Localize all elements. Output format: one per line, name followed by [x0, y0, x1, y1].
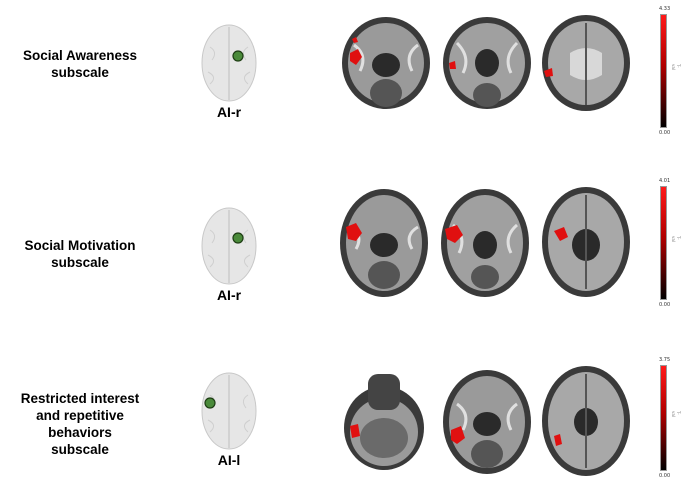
colorbar-gradient: [660, 186, 667, 300]
axial-slice-icon: [441, 368, 533, 476]
colorbar-min: 0.00: [659, 473, 671, 479]
label-line: subscale: [51, 442, 109, 457]
label-line: Social Motivation: [24, 238, 136, 253]
roi-label: AI-l: [217, 452, 241, 468]
colorbar-gradient: [660, 14, 667, 128]
brain-seed-icon: [198, 370, 260, 452]
label-line: subscale: [51, 65, 109, 80]
axial-slice-icon: [540, 13, 632, 113]
axial-slice-icon: [338, 374, 430, 474]
roi-label: AI-r: [216, 287, 242, 303]
roi-label: AI-r: [216, 104, 242, 120]
row-label: Restricted interest and repetitive behav…: [0, 390, 160, 458]
colorbar-gradient: [660, 365, 667, 471]
axial-slice-icon: [439, 187, 531, 299]
colorbar-min: 0.00: [659, 302, 671, 308]
colorbar-max: 3.75: [659, 357, 671, 363]
label-line: Social Awareness: [22, 48, 138, 63]
brain-seed-icon: [198, 22, 260, 104]
row-label: Social Awareness subscale: [0, 47, 160, 81]
colorbar-unit: T-val: [671, 236, 681, 242]
label-line: behaviors: [48, 425, 112, 440]
colorbar-min: 0.00: [659, 130, 671, 136]
axial-slice-icon: [441, 15, 533, 111]
colorbar-max: 4.01: [659, 178, 671, 184]
row-label: Social Motivation subscale: [0, 237, 160, 271]
label-line: Restricted interest: [20, 391, 140, 406]
row-social-motivation: Social Motivation subscale AI-r: [0, 165, 685, 325]
colorbar-unit: T-val: [671, 64, 681, 70]
colorbar-unit: T-val: [671, 411, 681, 417]
axial-slice-icon: [540, 185, 632, 299]
row-social-awareness: Social Awareness subscale AI-r: [0, 0, 685, 160]
label-line: subscale: [51, 255, 109, 270]
colorbar-max: 4.33: [659, 6, 671, 12]
label-line: and repetitive: [36, 408, 124, 423]
row-restricted-interest: Restricted interest and repetitive behav…: [0, 330, 685, 490]
brain-seed-icon: [198, 205, 260, 287]
axial-slice-icon: [340, 15, 432, 111]
axial-slice-icon: [540, 364, 632, 478]
axial-slice-icon: [338, 187, 430, 299]
